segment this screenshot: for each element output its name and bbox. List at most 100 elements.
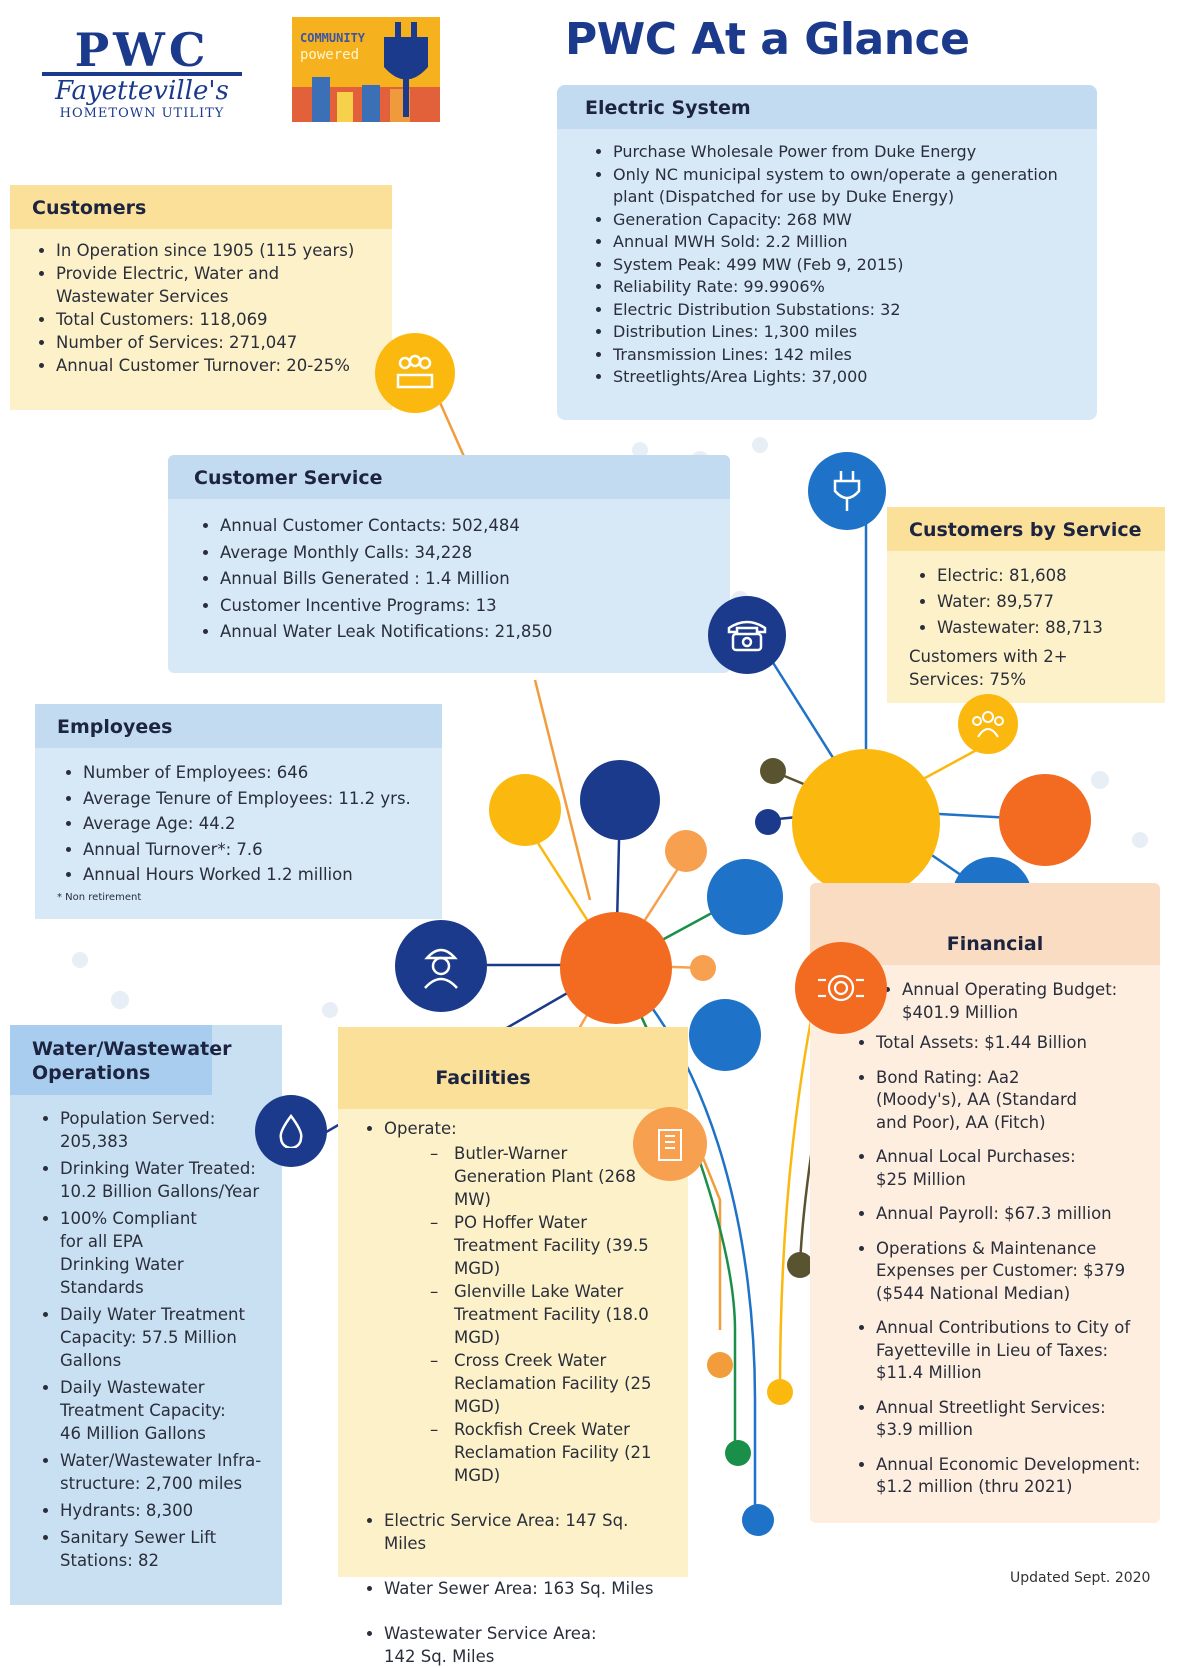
phone-icon <box>708 596 786 674</box>
worker-hardhat-icon <box>395 920 487 1012</box>
plant-item: –Glenville Lake Water Treatment Facility… <box>430 1280 660 1349</box>
water-item: Population Served: 205,383 <box>60 1107 268 1153</box>
electric-item: Electric Distribution Substations: 32 <box>613 299 1083 322</box>
plant-name: Cross Creek Water Reclamation Facility (… <box>454 1351 652 1416</box>
plant-dash: – <box>430 1144 439 1163</box>
customer-service-item: Customer Incentive Programs: 13 <box>220 593 716 620</box>
plant-name: Rockfish Creek Water Reclamation Facilit… <box>454 1420 652 1485</box>
financial-list: Annual Operating Budget: $401.9 Million … <box>810 965 1160 1499</box>
customers-item: Total Customers: 118,069 <box>56 308 378 331</box>
multi-service-note: Customers with 2+ Services: 75% <box>909 647 1068 689</box>
plant-name: Butler-Warner Generation Plant (268 MW) <box>454 1144 637 1209</box>
customer-service-item: Annual Customer Contacts: 502,484 <box>220 513 716 540</box>
people-group-icon <box>958 694 1018 754</box>
plant-dash: – <box>430 1351 439 1370</box>
customer-service-item: Average Monthly Calls: 34,228 <box>220 540 716 567</box>
electric-item: System Peak: 499 MW (Feb 9, 2015) <box>613 254 1083 277</box>
plug-icon <box>292 22 440 122</box>
facilities-heading: Facilities <box>338 1027 688 1109</box>
financial-item: Annual Local Purchases: $25 Million <box>876 1146 1096 1191</box>
facilities-list: Operate: –Butler-Warner Generation Plant… <box>338 1109 688 1668</box>
plant-item: –PO Hoffer Water Treatment Facility (39.… <box>430 1211 660 1280</box>
electric-plug-icon <box>808 452 886 530</box>
service-item: Electric: 81,608 <box>937 563 1151 589</box>
customer-service-item: Annual Bills Generated : 1.4 Million <box>220 566 716 593</box>
employees-item: Number of Employees: 646 <box>83 760 428 786</box>
water-item: Hydrants: 8,300 <box>60 1499 268 1522</box>
electric-item: Transmission Lines: 142 miles <box>613 344 1083 367</box>
customer-service-list: Annual Customer Contacts: 502,484 Averag… <box>168 499 730 646</box>
plant-name: Glenville Lake Water Treatment Facility … <box>454 1282 649 1347</box>
facilities-operate-label: Operate: <box>384 1119 457 1138</box>
employees-item: Annual Hours Worked 1.2 million <box>83 862 428 888</box>
financial-item: Annual Contributions to City of Fayettev… <box>876 1317 1146 1385</box>
customer-service-item: Annual Water Leak Notifications: 21,850 <box>220 619 716 646</box>
community-powered-logo: COMMUNITY powered <box>292 17 440 122</box>
financial-item: Bond Rating: Aa2 (Moody's), AA (Standard… <box>876 1067 1096 1135</box>
water-wastewater-list: Population Served: 205,383 Drinking Wate… <box>10 1095 282 1572</box>
water-item: Daily Wastewater Treatment Capacity: 46 … <box>60 1376 240 1445</box>
employees-item: Average Age: 44.2 <box>83 811 428 837</box>
electric-item: Distribution Lines: 1,300 miles <box>613 321 1083 344</box>
plant-dash: – <box>430 1282 439 1301</box>
plant-item: –Rockfish Creek Water Reclamation Facili… <box>430 1418 660 1487</box>
service-item: Wastewater: 88,713 <box>937 615 1151 641</box>
financial-item: Total Assets: $1.44 Billion <box>876 1032 1146 1055</box>
community-logo-line2: powered <box>300 47 360 63</box>
pwc-logo-text: PWC <box>42 27 242 76</box>
facilities-panel: Facilities Operate: –Butler-Warner Gener… <box>338 1027 688 1666</box>
customers-item: Provide Electric, Water and Wastewater S… <box>56 262 296 308</box>
employees-list: Number of Employees: 646 Average Tenure … <box>35 748 442 888</box>
water-drop-icon <box>255 1095 327 1167</box>
water-item: Drinking Water Treated: 10.2 Billion Gal… <box>60 1157 268 1203</box>
employees-heading: Employees <box>35 704 442 748</box>
pwc-logo-script: Fayetteville's <box>55 76 229 106</box>
employees-footnote: * Non retirement <box>57 891 142 903</box>
customers-heading: Customers <box>10 185 392 229</box>
pwc-logo: PWC Fayetteville's HOMETOWN UTILITY <box>42 27 242 128</box>
updated-date: Updated Sept. 2020 <box>1010 1570 1151 1586</box>
water-wastewater-heading: Water/Wastewater Operations <box>10 1025 231 1095</box>
customers-item: In Operation since 1905 (115 years) <box>56 239 378 262</box>
water-item: Daily Water Treatment Capacity: 57.5 Mil… <box>60 1303 268 1372</box>
plant-dash: – <box>430 1420 439 1439</box>
page-title: PWC At a Glance <box>565 14 970 65</box>
customer-service-panel: Customer Service Annual Customer Contact… <box>168 455 730 673</box>
facilities-plant-list: –Butler-Warner Generation Plant (268 MW)… <box>384 1140 674 1487</box>
building-icon <box>633 1107 707 1181</box>
water-item: Sanitary Sewer Lift Stations: 82 <box>60 1526 268 1572</box>
water-wastewater-panel: Water/Wastewater Operations Population S… <box>10 1025 282 1605</box>
facilities-item: Electric Service Area: 147 Sq. Miles <box>384 1509 674 1555</box>
customer-service-heading: Customer Service <box>168 455 730 499</box>
pwc-logo-tagline: HOMETOWN UTILITY <box>59 106 225 121</box>
plant-item: –Butler-Warner Generation Plant (268 MW) <box>430 1142 660 1211</box>
customers-by-service-panel: Customers by Service Electric: 81,608 Wa… <box>887 507 1165 703</box>
facilities-item: Wastewater Service Area: 142 Sq. Miles <box>384 1622 604 1668</box>
dollar-gear-icon <box>795 942 887 1034</box>
electric-item: Purchase Wholesale Power from Duke Energ… <box>613 141 1083 164</box>
water-item: Water/Wastewater Infra-structure: 2,700 … <box>60 1449 268 1495</box>
customers-meeting-icon <box>375 333 455 413</box>
electric-item: Annual MWH Sold: 2.2 Million <box>613 231 1083 254</box>
financial-item: Operations & Maintenance Expenses per Cu… <box>876 1238 1146 1306</box>
facilities-operate: Operate: –Butler-Warner Generation Plant… <box>384 1117 674 1487</box>
plant-name: PO Hoffer Water Treatment Facility (39.5… <box>454 1213 649 1278</box>
electric-item: Only NC municipal system to own/operate … <box>613 164 1083 209</box>
customers-item: Number of Services: 271,047 <box>56 331 378 354</box>
customers-item: Annual Customer Turnover: 20-25% <box>56 354 378 377</box>
financial-item: Annual Operating Budget: $401.9 Million <box>902 979 1146 1024</box>
service-item: Water: 89,577 <box>937 589 1151 615</box>
customers-panel: Customers In Operation since 1905 (115 y… <box>10 185 392 410</box>
employees-panel: Employees Number of Employees: 646 Avera… <box>35 704 442 919</box>
facilities-item: Water Sewer Area: 163 Sq. Miles <box>384 1577 674 1600</box>
employees-item: Average Tenure of Employees: 11.2 yrs. <box>83 786 428 812</box>
customers-list: In Operation since 1905 (115 years) Prov… <box>10 229 392 377</box>
electric-item: Streetlights/Area Lights: 37,000 <box>613 366 1083 389</box>
electric-system-list: Purchase Wholesale Power from Duke Energ… <box>557 129 1097 389</box>
customers-by-service-list: Electric: 81,608 Water: 89,577 Wastewate… <box>887 551 1165 641</box>
electric-item: Generation Capacity: 268 MW <box>613 209 1083 232</box>
plant-dash: – <box>430 1213 439 1232</box>
financial-item: Annual Streetlight Services: $3.9 millio… <box>876 1397 1116 1442</box>
plant-item: –Cross Creek Water Reclamation Facility … <box>430 1349 660 1418</box>
financial-item: Annual Payroll: $67.3 million <box>876 1203 1146 1226</box>
